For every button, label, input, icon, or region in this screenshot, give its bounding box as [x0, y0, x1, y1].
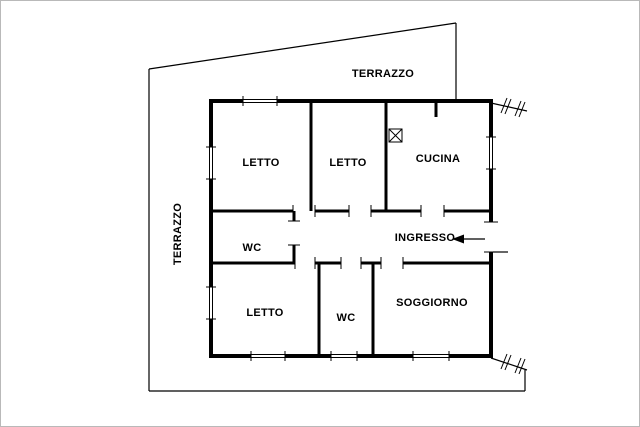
hatch-mark — [518, 358, 526, 375]
plan-root: TERRAZZO TERRAZZO LETTO LETTO CUCINA WC … — [148, 22, 528, 392]
room-labels: TERRAZZO TERRAZZO LETTO LETTO CUCINA WC … — [172, 68, 468, 324]
hatch-mark — [504, 98, 512, 115]
hatch-mark — [500, 97, 508, 114]
window-mask — [251, 351, 285, 361]
flue-box — [388, 128, 403, 143]
window — [330, 351, 358, 361]
door-ticks — [288, 205, 445, 269]
room-label-bedroom-top-middle: LETTO — [329, 157, 366, 169]
room-label-wc-middle: WC — [243, 242, 262, 254]
windows — [206, 96, 496, 361]
hatch-mark — [518, 101, 526, 118]
flue-box-icon — [388, 128, 403, 143]
hatch-mark — [500, 353, 508, 370]
window-mask — [331, 351, 357, 361]
flue-x-line — [388, 128, 403, 143]
window — [486, 136, 496, 170]
room-label-entrance: INGRESSO — [395, 232, 456, 244]
break-line-icon-bottom-right — [490, 353, 528, 375]
window — [242, 96, 278, 106]
room-label-bedroom-top-left: LETTO — [242, 157, 279, 169]
window — [412, 351, 450, 361]
window-mask — [206, 147, 216, 179]
window-mask — [243, 96, 277, 106]
room-label-living-room: SOGGIORNO — [396, 297, 468, 309]
door-mask — [486, 222, 496, 252]
room-label-kitchen: CUCINA — [416, 153, 461, 165]
terrace-label-left: TERRAZZO — [172, 203, 184, 265]
window-mask — [486, 137, 496, 169]
hatch-mark — [504, 354, 512, 371]
window — [250, 351, 286, 361]
entrance-door — [452, 221, 508, 253]
window — [206, 286, 216, 320]
hatch-mark — [514, 100, 522, 117]
terrace-boundary — [148, 22, 526, 392]
break-line — [490, 102, 528, 112]
room-label-bedroom-bottom: LETTO — [246, 307, 283, 319]
room-label-wc-bottom: WC — [337, 312, 356, 324]
terrace-label-top: TERRAZZO — [352, 68, 414, 80]
window-mask — [413, 351, 449, 361]
window — [206, 146, 216, 180]
window-mask — [206, 287, 216, 319]
entrance-arrow-icon — [452, 234, 464, 244]
hatch-mark — [514, 357, 522, 374]
terrace-top-slope — [148, 22, 457, 70]
break-line-icon-top-right — [490, 97, 528, 118]
